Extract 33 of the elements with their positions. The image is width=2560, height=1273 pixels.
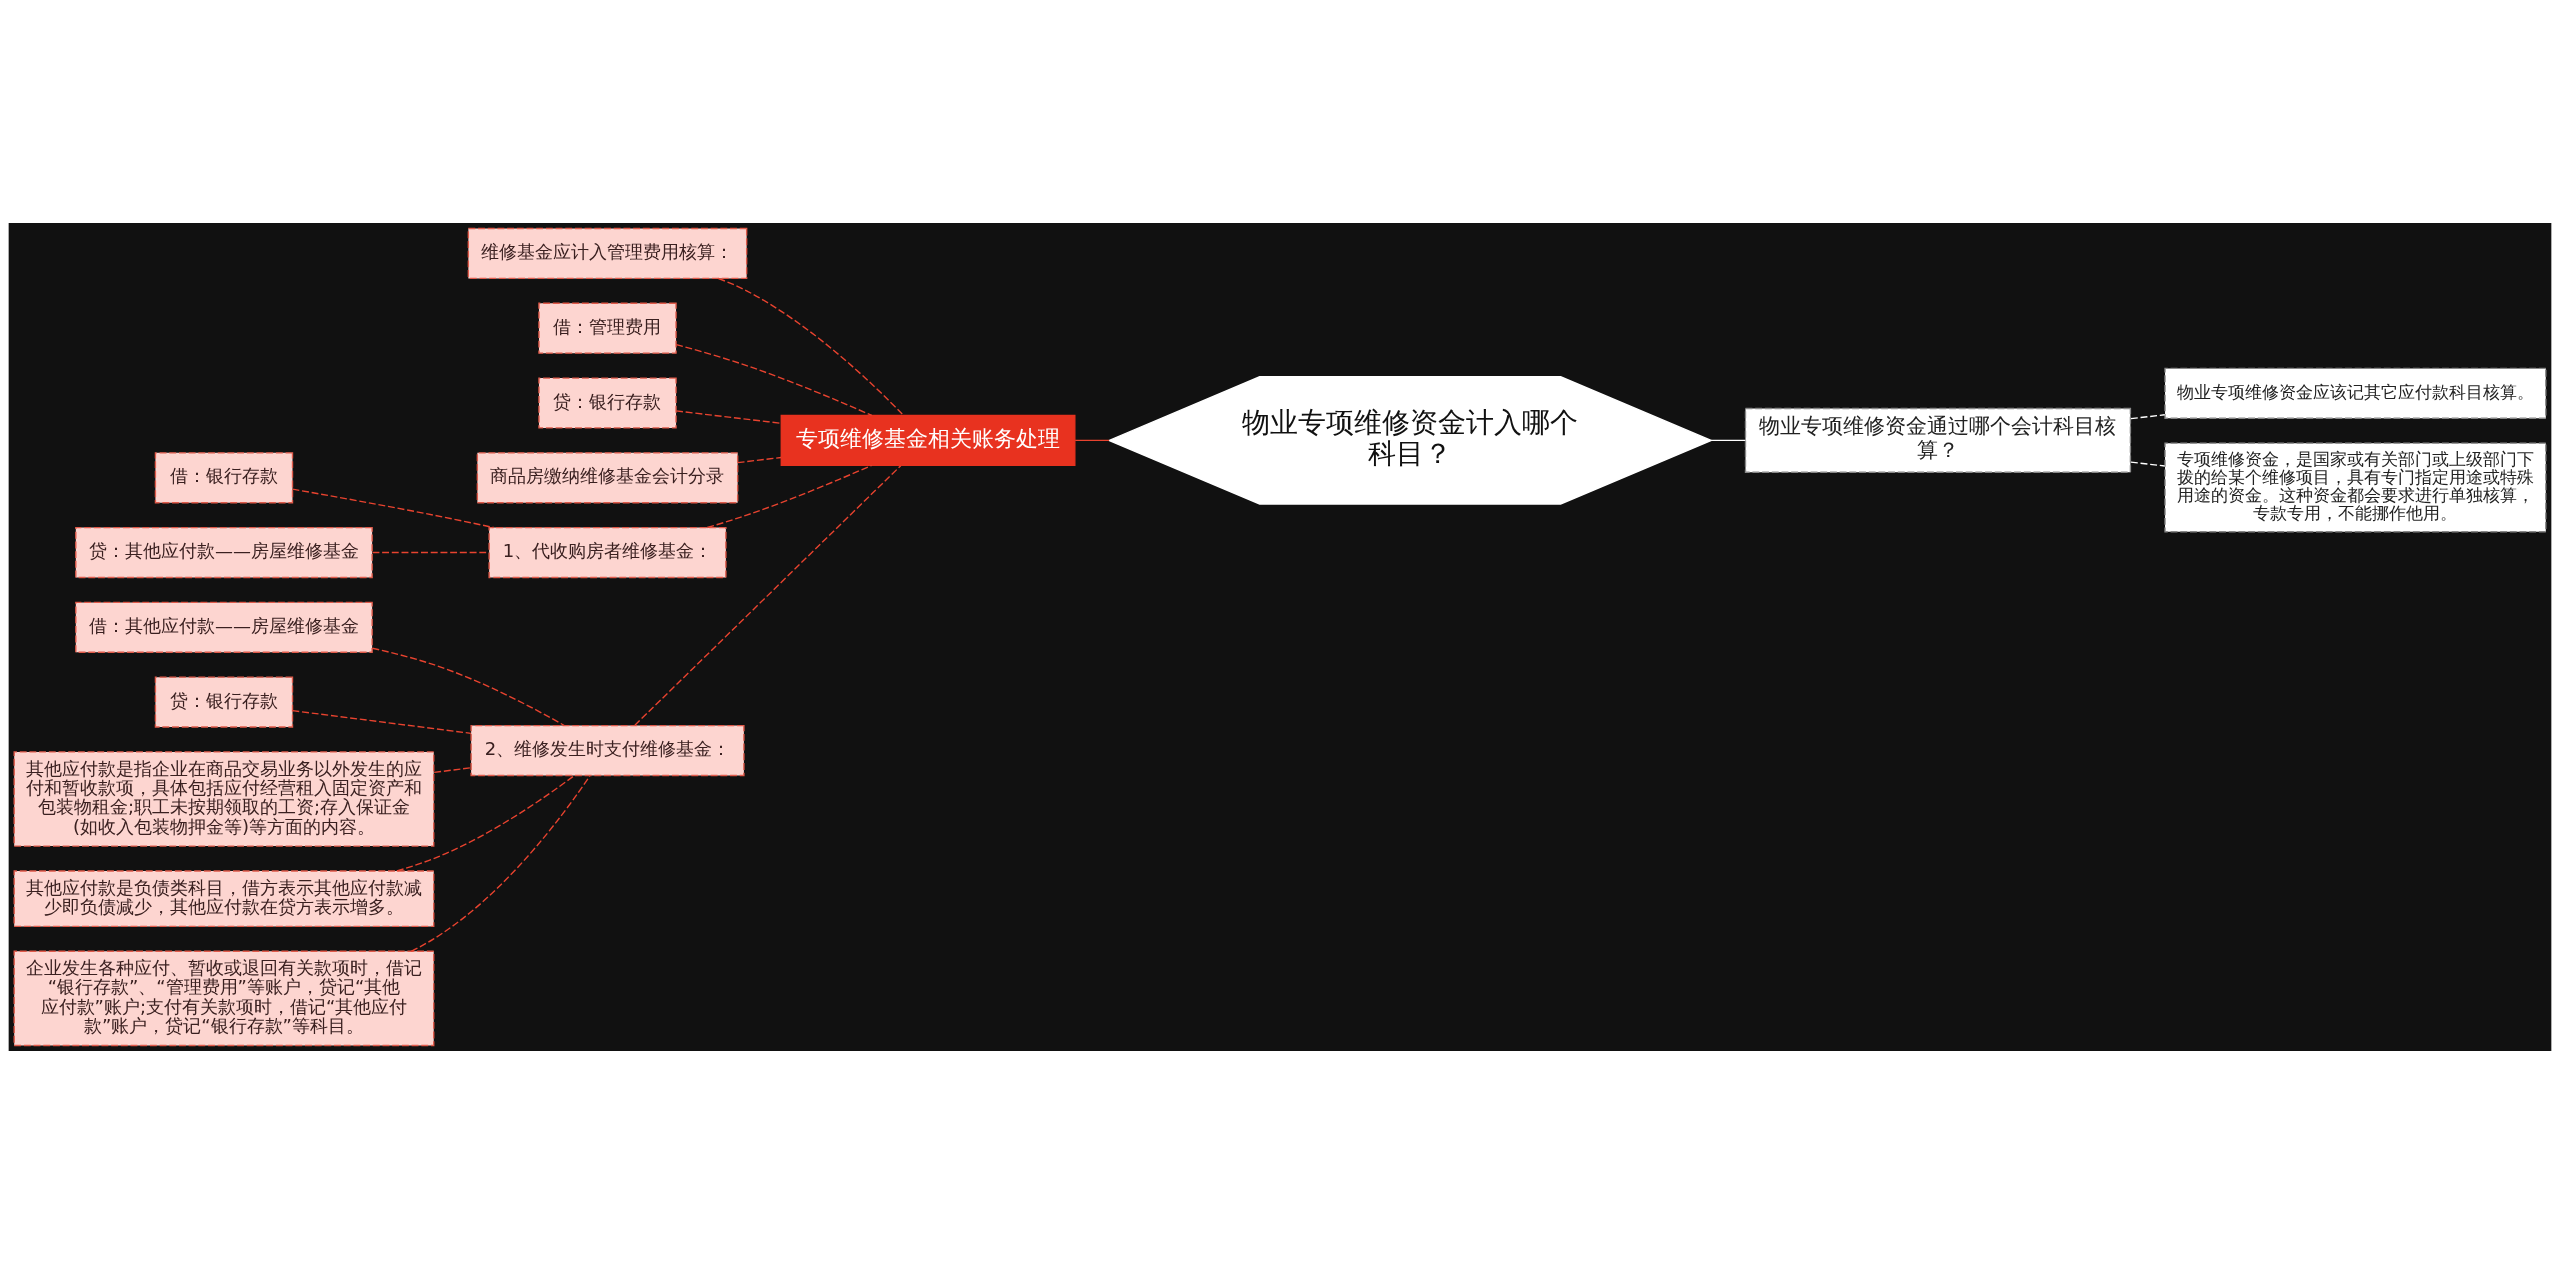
- node-box: 1、代收购房者维修基金：: [488, 526, 727, 578]
- connector: [2130, 413, 2166, 419]
- connector: [410, 774, 591, 952]
- node-box: 2、维修发生时支付维修基金：: [470, 724, 745, 776]
- node-box: 借：其他应付款——房屋维修基金: [75, 601, 373, 653]
- connector: [291, 709, 472, 734]
- connector: [1074, 439, 1110, 441]
- connector: [396, 774, 576, 872]
- connector: [371, 647, 566, 726]
- connector: [675, 409, 782, 424]
- node-box: 其他应付款是指企业在商品交易业务以外发生的应付和暂收款项，具体包括应付经营租入固定资产和包装物租金;职工未按期领取的工资;存入保证金(如收入包装物押金等)等方面的内容。: [13, 750, 435, 847]
- connector: [2130, 460, 2166, 467]
- node-box: 维修基金应计入管理费用核算：: [467, 227, 748, 279]
- node-box: 专项维修资金，是国家或有关部门或上级部门下拨的给某个维修项目，具有专门指定用途或特殊用途的资金。这种资金都会要求进行单独核算，专款专用，不能挪作他用。: [2164, 441, 2547, 532]
- node-box: 物业专项维修资金应该记其它应付款科目核算。: [2164, 367, 2547, 419]
- node-box: 借：银行存款: [154, 451, 294, 503]
- connector: [675, 343, 873, 416]
- node-box: 贷：其他应付款——房屋维修基金: [75, 526, 373, 578]
- node-box: 专项维修基金相关账务处理: [780, 414, 1076, 466]
- node-box: 贷：银行存款: [538, 376, 677, 429]
- node-box: 其他应付款是负债类科目，借方表示其他应付款减少即负债减少，其他应付款在贷方表示增多。: [13, 869, 435, 927]
- connector: [634, 464, 902, 726]
- connector: [717, 277, 905, 416]
- connector: [706, 464, 873, 528]
- node-box: 借：管理费用: [538, 302, 677, 354]
- node-box: 物业专项维修资金通过哪个会计科目核算？: [1744, 407, 2132, 473]
- connector: [291, 488, 495, 528]
- node-box: 商品房缴纳维修基金会计分录: [476, 451, 739, 503]
- node-box: 企业发生各种应付、暂收或退回有关款项时，借记“银行存款”、“管理费用”等账户，贷记“其他应付款”账户;支付有关款项时，借记“其他应付款”账户，贷记“银行存款”等科目。: [13, 950, 435, 1046]
- connector: [1710, 439, 1747, 441]
- connector: [737, 456, 782, 463]
- connector: [433, 766, 472, 773]
- node-box: 贷：银行存款: [154, 675, 294, 728]
